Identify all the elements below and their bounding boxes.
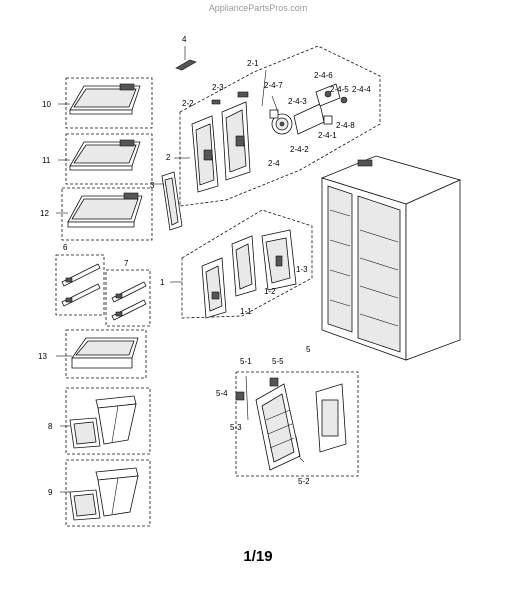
label-2-2: 2-2 xyxy=(182,99,194,108)
hinge-cover-4 xyxy=(175,46,197,71)
assembly-5 xyxy=(235,371,359,477)
refrigerator-cabinet xyxy=(320,155,462,361)
shelf-13 xyxy=(56,329,147,379)
shelf-11 xyxy=(58,133,153,185)
label-8: 8 xyxy=(48,422,53,431)
label-1-1: 1-1 xyxy=(240,307,252,316)
bin-8 xyxy=(60,387,151,455)
label-1: 1 xyxy=(160,278,165,287)
label-2-4-5: 2-4-5 xyxy=(330,85,349,94)
bin-9 xyxy=(60,459,151,527)
label-13: 13 xyxy=(38,352,47,361)
label-1-2: 1-2 xyxy=(264,287,276,296)
rails-7 xyxy=(105,269,151,327)
label-2: 2 xyxy=(166,153,171,162)
label-7: 7 xyxy=(124,259,129,268)
rails-6 xyxy=(55,254,105,316)
label-5-1: 5-1 xyxy=(240,357,252,366)
label-2-4-3: 2-4-3 xyxy=(288,97,307,106)
label-2-4: 2-4 xyxy=(268,159,280,168)
label-2-4-8: 2-4-8 xyxy=(336,121,355,130)
label-2-4-7: 2-4-7 xyxy=(264,81,283,90)
label-2-4-2: 2-4-2 xyxy=(290,145,309,154)
label-11: 11 xyxy=(42,156,51,165)
cover-3 xyxy=(154,171,183,231)
assembly-1 xyxy=(170,209,313,319)
label-5-4: 5-4 xyxy=(216,389,228,398)
label-3: 3 xyxy=(150,181,155,190)
label-12: 12 xyxy=(40,209,49,218)
label-2-4-4: 2-4-4 xyxy=(352,85,371,94)
watermark: AppliancePartsPros.com xyxy=(208,3,308,13)
assembly-2 xyxy=(174,45,381,207)
motor-assembly-2-4 xyxy=(269,83,348,135)
label-6: 6 xyxy=(63,243,68,252)
label-4: 4 xyxy=(182,35,187,44)
label-5-2: 5-2 xyxy=(298,477,310,486)
label-2-3: 2-3 xyxy=(212,83,224,92)
label-5: 5 xyxy=(306,345,311,354)
label-5-5: 5-5 xyxy=(272,357,284,366)
label-9: 9 xyxy=(48,488,53,497)
label-5-3: 5-3 xyxy=(230,423,242,432)
label-2-1: 2-1 xyxy=(247,59,259,68)
shelf-10 xyxy=(58,77,153,129)
label-10: 10 xyxy=(42,100,51,109)
shelf-12 xyxy=(56,187,153,241)
label-1-3: 1-3 xyxy=(296,265,308,274)
page-number: 1/19 xyxy=(243,548,273,565)
label-2-4-6: 2-4-6 xyxy=(314,71,333,80)
label-2-4-1: 2-4-1 xyxy=(318,131,337,140)
